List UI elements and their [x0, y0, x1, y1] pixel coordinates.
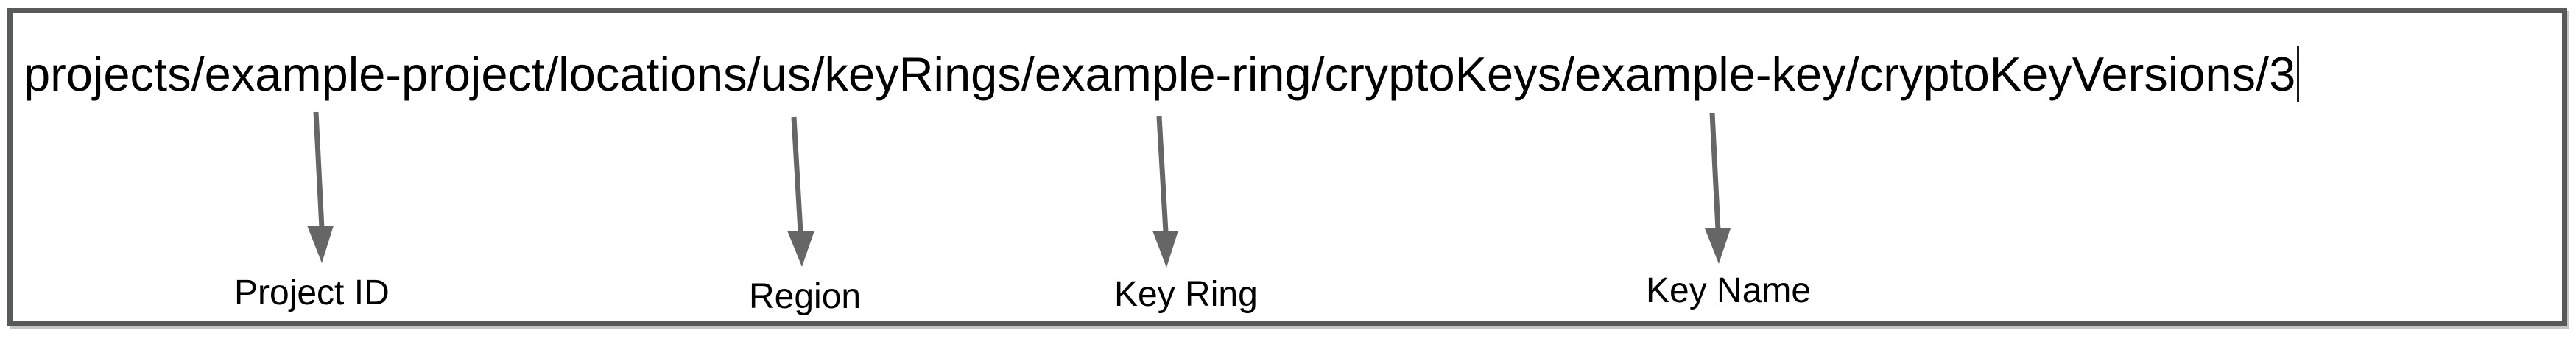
resource-path-text: projects/example-project/locations/us/ke… [24, 47, 2296, 101]
arrow-down-icon-project-id [307, 111, 334, 263]
arrow-down-icon-key-name [1705, 112, 1731, 264]
resource-path-panel [7, 8, 2567, 326]
resource-path-input[interactable]: projects/example-project/locations/us/ke… [24, 46, 2300, 102]
callout-label-key-ring: Key Ring [1114, 275, 1258, 314]
callout-label-project-id: Project ID [234, 273, 390, 312]
arrow-down-icon-key-ring [1152, 116, 1178, 268]
arrow-down-icon-region [787, 116, 814, 267]
callout-label-key-name: Key Name [1646, 271, 1812, 310]
text-cursor-caret [2297, 46, 2300, 102]
callout-label-region: Region [749, 277, 862, 316]
